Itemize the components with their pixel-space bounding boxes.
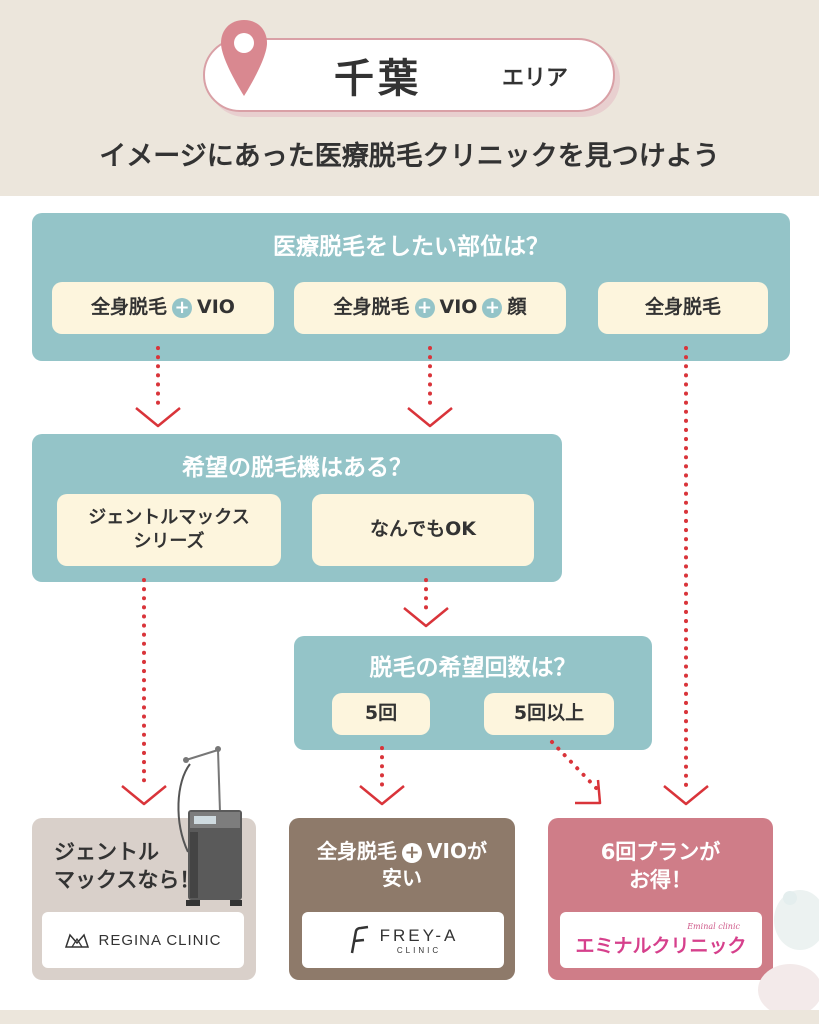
eminal-logo-text: エミナルクリニック <box>575 935 747 957</box>
q2-option-gentlemax[interactable]: ジェントルマックス シリーズ <box>57 494 281 566</box>
result-line2: 安い <box>382 866 422 890</box>
result-freya-text: 全身脱毛+VIOが 安い <box>289 838 515 892</box>
result-line1: ジェントル <box>54 840 159 864</box>
plus-icon: + <box>482 298 503 318</box>
decorative-blobs <box>758 890 819 1010</box>
option-label: 全身脱毛 <box>91 296 168 319</box>
plus-icon: + <box>172 298 193 318</box>
option-label: 5回以上 <box>513 702 585 725</box>
q1-option-body[interactable]: 全身脱毛 <box>598 282 768 334</box>
result-line2: お得！ <box>629 868 692 893</box>
laser-machine-icon <box>177 746 242 906</box>
regina-crown-icon <box>65 933 90 948</box>
question-3-title: 脱毛の希望回数は？ <box>369 655 577 681</box>
freya-logo-text: FREY-A <box>379 925 459 945</box>
down-arrow-icon <box>575 779 602 805</box>
option-label-line2: シリーズ <box>133 531 205 552</box>
area-pill <box>203 38 615 112</box>
down-arrow-icon <box>403 607 449 628</box>
result-line1: 6回プランが <box>600 840 721 864</box>
plus-icon: + <box>414 298 435 318</box>
option-label: 全身脱毛 <box>644 296 721 319</box>
option-label: 顔 <box>507 296 527 319</box>
down-arrow-icon <box>359 785 405 806</box>
result-line1a: 全身脱毛 <box>317 839 398 863</box>
question-2-title: 希望の脱毛機はある？ <box>182 455 412 481</box>
area-name: 千葉 <box>334 56 422 102</box>
down-arrow-icon <box>121 785 167 806</box>
result-eminal-text: 6回プランが お得！ <box>548 838 773 895</box>
question-1-title: 医療脱毛をしたい部位は？ <box>273 234 549 260</box>
option-label: 5回 <box>364 702 398 725</box>
option-label: なんでもOK <box>370 518 476 541</box>
option-label-line1: ジェントルマックス <box>88 506 250 528</box>
map-pin-icon <box>221 20 267 96</box>
regina-logo-text: REGINA CLINIC <box>98 931 222 949</box>
option-label: VIO <box>197 296 235 319</box>
q3-option-5[interactable]: 5回 <box>332 693 430 735</box>
page-subtitle: イメージにあった医療脱毛クリニックを見つけよう <box>99 141 720 172</box>
option-label: VIO <box>439 296 478 319</box>
result-line1b: VIOが <box>427 839 487 863</box>
result-regina-text: ジェントル マックスなら！ <box>32 838 256 895</box>
down-arrow-icon <box>407 407 453 428</box>
eminal-logo-small: Eminal clinic <box>687 922 740 931</box>
option-label: 全身脱毛 <box>333 296 410 319</box>
freya-logo-sub: CLINIC <box>396 945 442 955</box>
plus-icon: + <box>402 842 423 863</box>
q1-option-body-vio-face[interactable]: 全身脱毛 + VIO + 顔 <box>294 282 566 334</box>
regina-logo-card[interactable]: REGINA CLINIC <box>42 912 244 968</box>
down-arrow-icon <box>663 785 709 806</box>
footer-band <box>0 1010 819 1024</box>
q3-option-5-plus[interactable]: 5回以上 <box>484 693 614 735</box>
down-arrow-icon <box>135 407 181 428</box>
result-line2: マックスなら！ <box>54 868 201 893</box>
q1-option-body-vio[interactable]: 全身脱毛 + VIO <box>52 282 274 334</box>
q2-option-any[interactable]: なんでもOK <box>312 494 534 566</box>
area-label: エリア <box>501 66 568 91</box>
freya-logo-card[interactable]: FREY-A CLINIC <box>302 912 504 968</box>
eminal-logo-card[interactable]: Eminal clinic エミナルクリニック <box>560 912 762 968</box>
freya-f-icon <box>350 925 368 954</box>
